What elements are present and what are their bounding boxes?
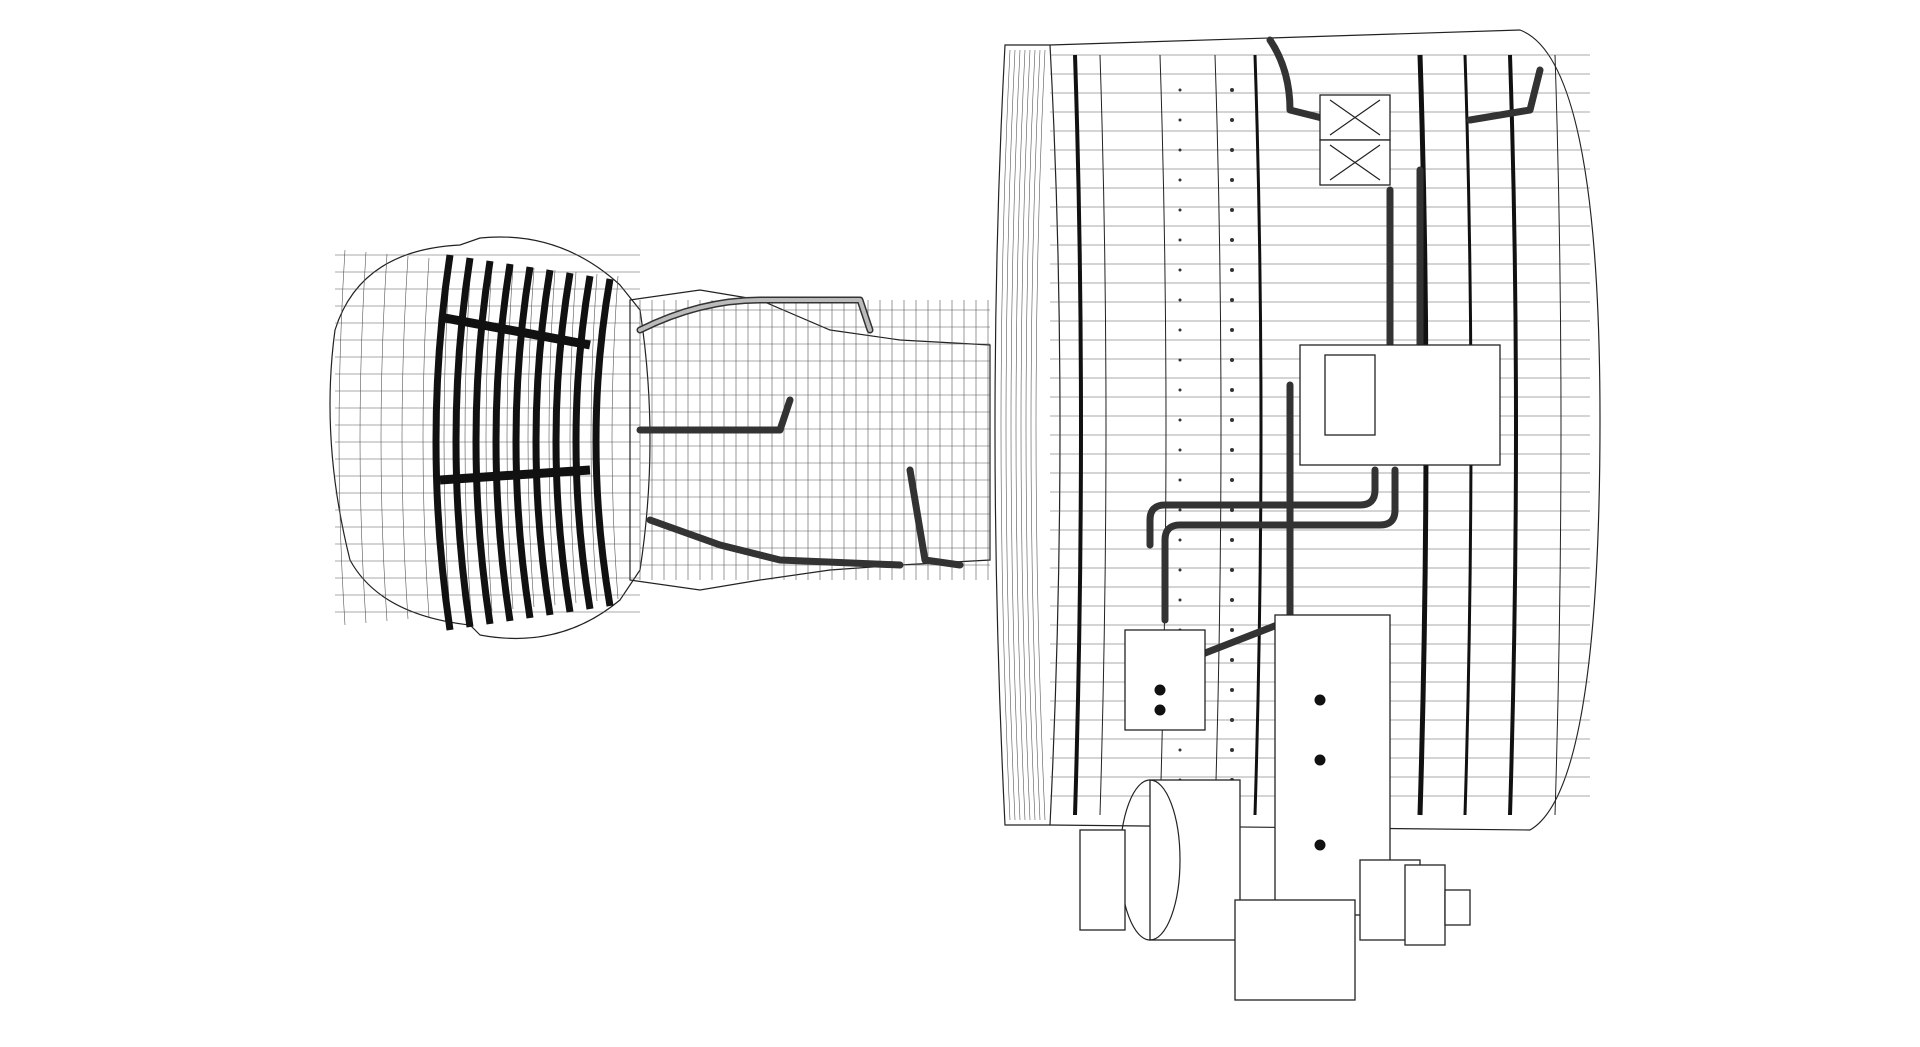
fan-ring bbox=[1508, 54, 1518, 816]
bolt bbox=[1230, 238, 1234, 242]
nozzle-band bbox=[512, 266, 534, 619]
bolt bbox=[1230, 148, 1234, 152]
mesh-line bbox=[1010, 49, 1021, 821]
bolt bbox=[1178, 88, 1182, 92]
bolt bbox=[1178, 508, 1182, 512]
mesh-line bbox=[401, 255, 409, 620]
fan-ring bbox=[1214, 54, 1222, 816]
engine-core bbox=[629, 289, 991, 591]
mesh-line bbox=[611, 275, 619, 600]
bolt bbox=[1230, 598, 1234, 602]
bolt bbox=[1178, 118, 1182, 122]
fan-ring bbox=[1099, 54, 1107, 816]
nozzle-band bbox=[572, 275, 594, 610]
mesh-line bbox=[1015, 49, 1026, 821]
bolt bbox=[1230, 718, 1234, 722]
mesh-line bbox=[590, 273, 598, 602]
bolt bbox=[1230, 208, 1234, 212]
bolt bbox=[1230, 688, 1234, 692]
bolt bbox=[1178, 178, 1182, 182]
mesh-line bbox=[506, 265, 514, 610]
bolt bbox=[1178, 268, 1182, 272]
mesh-line bbox=[548, 269, 556, 606]
bolt bbox=[1178, 748, 1182, 752]
nozzle-band bbox=[532, 269, 554, 616]
fan-ring bbox=[1253, 54, 1263, 816]
fan-ring bbox=[1554, 54, 1562, 816]
mesh-line bbox=[569, 271, 577, 604]
mesh-line bbox=[1005, 49, 1016, 821]
bolt bbox=[1230, 418, 1234, 422]
bolt bbox=[1230, 568, 1234, 572]
nozzle-strap bbox=[444, 313, 591, 350]
bolt bbox=[1230, 118, 1234, 122]
bolt bbox=[1230, 748, 1234, 752]
exhaust-nozzle bbox=[329, 236, 651, 640]
bolt bbox=[1230, 478, 1234, 482]
nozzle-band bbox=[452, 257, 474, 628]
bolt bbox=[1230, 628, 1234, 632]
bolt bbox=[1178, 358, 1182, 362]
mesh-line bbox=[443, 259, 451, 616]
bolt bbox=[1230, 448, 1234, 452]
mesh-line bbox=[1025, 49, 1036, 821]
bolt bbox=[1178, 418, 1182, 422]
piping bbox=[1146, 36, 1544, 659]
nozzle-strap bbox=[439, 465, 591, 485]
bolt bbox=[1230, 388, 1234, 392]
bolt bbox=[1178, 448, 1182, 452]
mesh-line bbox=[1000, 49, 1011, 821]
accessory-units bbox=[1079, 94, 1501, 1001]
bolt bbox=[1178, 238, 1182, 242]
bolt bbox=[1230, 658, 1234, 662]
bolt bbox=[1230, 88, 1234, 92]
fan-ring bbox=[1073, 54, 1083, 816]
bolt bbox=[1178, 388, 1182, 392]
bolt bbox=[1178, 538, 1182, 542]
nozzle-band bbox=[552, 272, 574, 613]
bolt bbox=[1178, 208, 1182, 212]
nozzle-band bbox=[492, 263, 514, 622]
nozzle-band bbox=[432, 254, 454, 631]
bolt bbox=[1178, 478, 1182, 482]
mesh-line bbox=[1030, 49, 1041, 821]
bolt bbox=[1230, 328, 1234, 332]
mesh-line bbox=[1020, 49, 1031, 821]
mesh-line bbox=[380, 253, 388, 622]
bolt bbox=[1230, 268, 1234, 272]
mesh-line bbox=[1035, 49, 1046, 821]
bolt bbox=[1178, 328, 1182, 332]
bolt bbox=[1230, 508, 1234, 512]
bolt bbox=[1230, 538, 1234, 542]
bolt bbox=[1178, 298, 1182, 302]
mesh-line bbox=[464, 261, 472, 614]
mesh-line bbox=[527, 267, 535, 608]
mesh-line bbox=[359, 251, 367, 624]
mesh-line bbox=[485, 263, 493, 612]
nozzle-band bbox=[592, 278, 614, 607]
bolt bbox=[1178, 148, 1182, 152]
bolt bbox=[1230, 178, 1234, 182]
nozzle-band bbox=[472, 260, 494, 625]
bolt bbox=[1230, 358, 1234, 362]
mesh-line bbox=[338, 249, 346, 626]
bolt bbox=[1178, 598, 1182, 602]
bolt bbox=[1178, 568, 1182, 572]
bolt bbox=[1230, 298, 1234, 302]
